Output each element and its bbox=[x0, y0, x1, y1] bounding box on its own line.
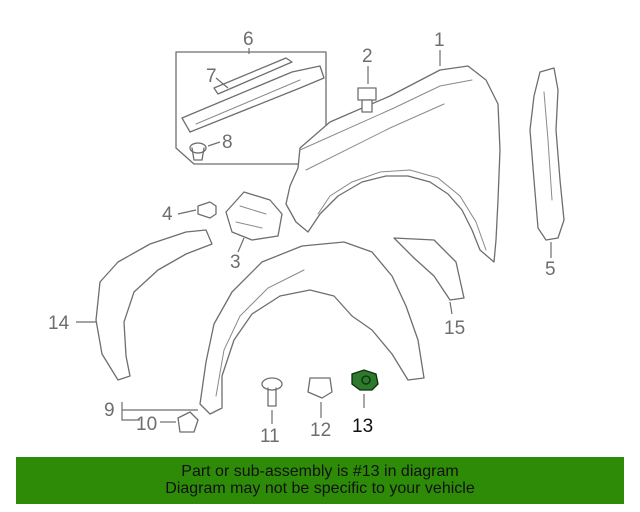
callout-12: 12 bbox=[310, 420, 331, 441]
leader-lines bbox=[76, 48, 552, 424]
callout-13[interactable]: 13 bbox=[352, 416, 373, 437]
callout-15: 15 bbox=[444, 318, 465, 339]
callout-1: 1 bbox=[434, 30, 445, 51]
callout-4: 4 bbox=[162, 204, 173, 225]
part-2-bolt bbox=[357, 87, 377, 113]
callout-3: 3 bbox=[230, 252, 241, 273]
part-13-clip[interactable] bbox=[351, 369, 379, 391]
banner-line-1: Part or sub-assembly is #13 in diagram bbox=[181, 463, 459, 480]
part-1-fender bbox=[285, 65, 501, 263]
callout-9: 9 bbox=[104, 400, 115, 421]
part-12-nut bbox=[307, 377, 333, 399]
callout-10: 10 bbox=[136, 414, 157, 435]
info-banner: Part or sub-assembly is #13 in diagram D… bbox=[16, 457, 624, 504]
part-10-clip bbox=[177, 411, 199, 433]
callout-11: 11 bbox=[260, 426, 280, 447]
callout-labels: 6 7 8 2 1 4 3 5 14 9 10 11 12 13 15 bbox=[48, 29, 556, 447]
part-14-mudguard bbox=[95, 229, 213, 381]
callout-6: 6 bbox=[243, 29, 254, 50]
callout-5: 5 bbox=[545, 259, 556, 280]
part-5-bracket bbox=[529, 67, 565, 241]
part-9-liner bbox=[199, 241, 425, 415]
part-4-bolt bbox=[197, 201, 217, 219]
part-15-shield bbox=[393, 237, 465, 301]
callout-7: 7 bbox=[206, 66, 217, 87]
callout-8: 8 bbox=[222, 132, 233, 153]
callout-14: 14 bbox=[48, 313, 70, 334]
part-3-bracket bbox=[225, 191, 283, 241]
banner-line-2: Diagram may not be specific to your vehi… bbox=[165, 480, 475, 497]
part-6-inset bbox=[175, 51, 327, 165]
callout-2: 2 bbox=[362, 46, 373, 67]
part-11-screw bbox=[261, 377, 283, 407]
